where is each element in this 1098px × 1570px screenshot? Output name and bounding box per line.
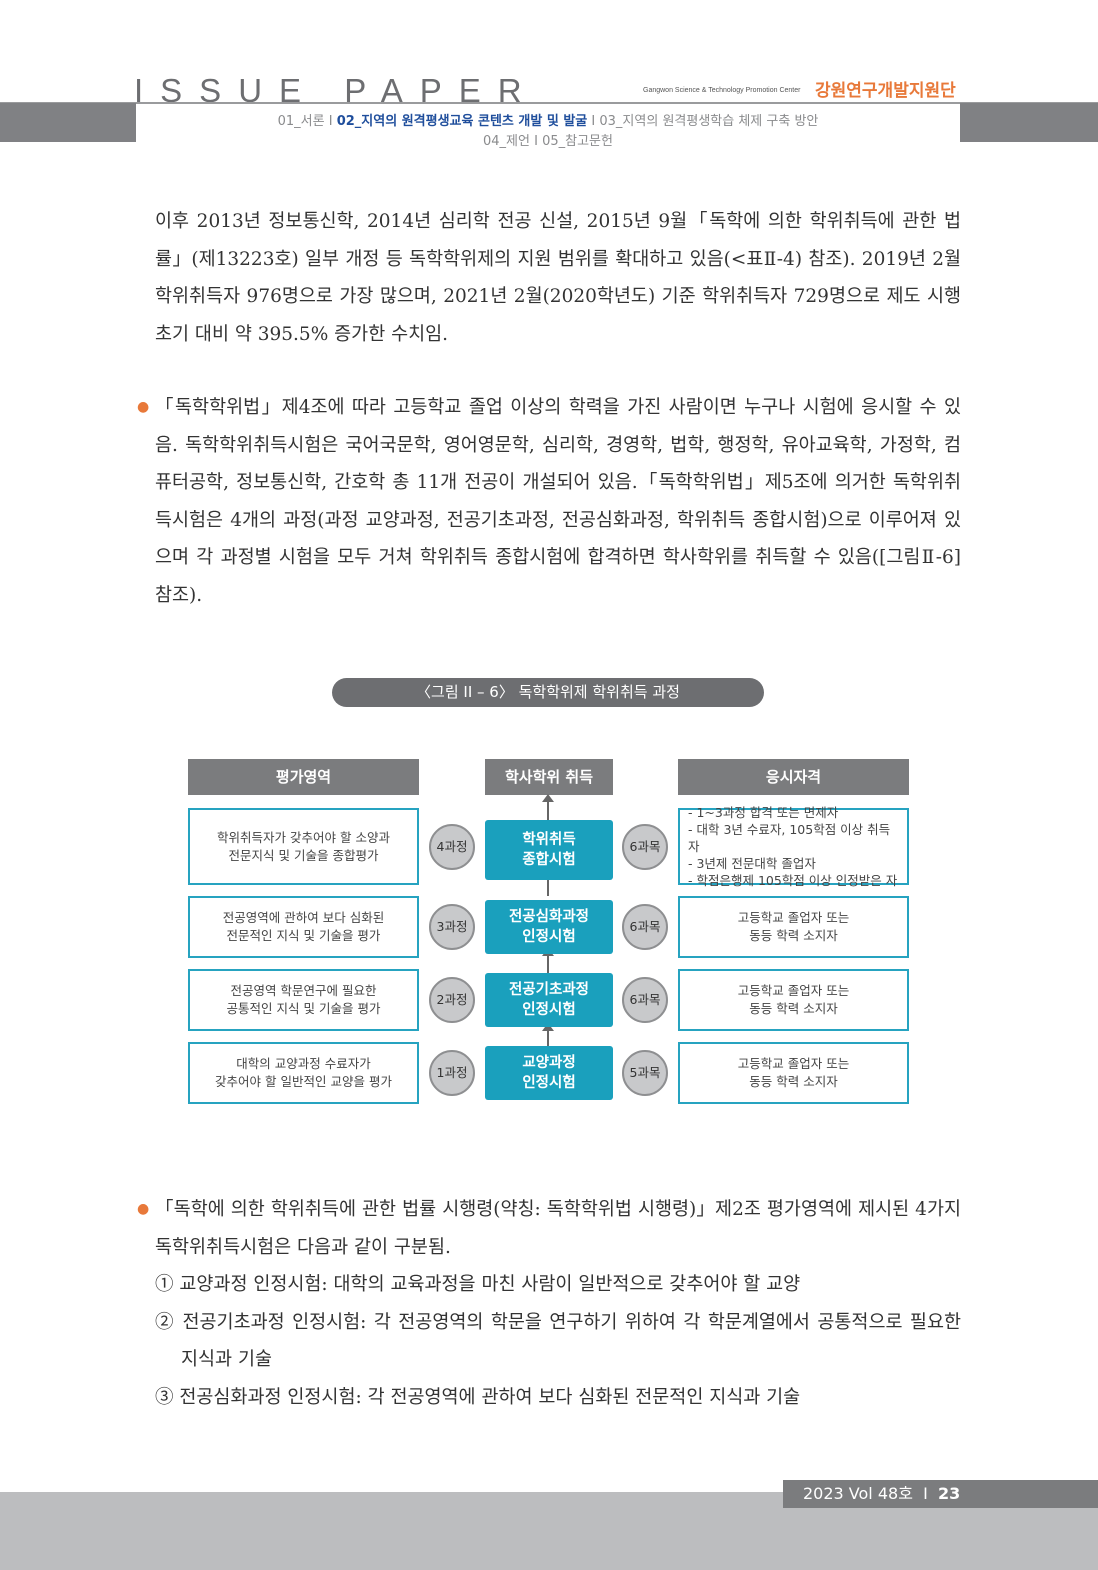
- section-nav: 01_서론 I 02_지역의 원격평생교육 콘텐츠 개발 및 발굴 I 03_지…: [136, 112, 960, 152]
- header-divider: [0, 102, 1098, 104]
- exam-box: 학위취득 종합시험: [485, 820, 613, 880]
- paragraph: 이후 2013년 정보통신학, 2014년 심리학 전공 신설, 2015년 9…: [155, 211, 961, 345]
- header-bar-left: [0, 103, 136, 142]
- bullet-icon: ●: [137, 1201, 150, 1217]
- arrow-up-icon: [542, 948, 554, 974]
- issue-number: 2023 Vol 48호: [803, 1484, 913, 1503]
- org-logo: 강원연구개발지원단: [815, 81, 956, 101]
- stage-badge: 4과정: [429, 823, 475, 870]
- nav-item[interactable]: 01_서론: [277, 114, 325, 129]
- subjects-badge: 6과목: [622, 823, 668, 870]
- qualification-box: - 1~3과정 합격 또는 면제자 - 대학 3년 수료자, 105학점 이상 …: [678, 805, 909, 888]
- stage-badge: 3과정: [429, 904, 475, 950]
- qualification-box: 고등학교 졸업자 또는 동등 학력 소지자: [678, 1042, 909, 1104]
- list-item: ② 전공기초과정 인정시험: 각 전공영역의 학문을 연구하기 위하여 각 학문…: [155, 1311, 961, 1371]
- subjects-badge: 6과목: [622, 977, 668, 1023]
- header-degree: 학사학위 취득: [485, 759, 613, 795]
- stage-badge: 2과정: [429, 977, 475, 1023]
- stage-badge: 1과정: [429, 1050, 475, 1096]
- exam-box: 전공기초과정 인정시험: [485, 973, 613, 1027]
- bullet-paragraph: ● 「독학에 의한 학위취득에 관한 법률 시행령(약칭: 독학학위법 시행령)」…: [137, 1191, 961, 1266]
- subjects-badge: 6과목: [622, 904, 668, 950]
- header-qualification: 응시자격: [678, 759, 909, 795]
- issue-paper-title: ISSUE PAPER: [134, 72, 539, 109]
- nav-sep: I: [534, 134, 538, 149]
- footer-page-label: 2023 Vol 48호 I 23: [783, 1480, 1098, 1508]
- nav-item-current[interactable]: 02_지역의 원격평생교육 콘텐츠 개발 및 발굴: [336, 114, 588, 129]
- list-item: ③ 전공심화과정 인정시험: 각 전공영역에 관하여 보다 심화된 전문적인 지…: [155, 1386, 801, 1408]
- arrow-up-icon: [542, 1023, 554, 1047]
- arrow-up-icon: [542, 794, 554, 820]
- exam-box: 전공심화과정 인정시험: [485, 900, 613, 954]
- eval-area-box: 대학의 교양과정 수료자가 갖추어야 할 일반적인 교양을 평가: [188, 1042, 419, 1104]
- header-eval: 평가영역: [188, 759, 419, 795]
- paragraph-text: 「독학에 의한 학위취득에 관한 법률 시행령(약칭: 독학학위법 시행령)」제…: [155, 1199, 961, 1258]
- qualification-box: 고등학교 졸업자 또는 동등 학력 소지자: [678, 969, 909, 1031]
- nav-item[interactable]: 03_지역의 원격평생학습 체제 구축 방안: [599, 114, 819, 129]
- paragraph-text: 「독학학위법」제4조에 따라 고등학교 졸업 이상의 학력을 가진 사람이면 누…: [155, 397, 961, 606]
- figure-title: 〈그림 II – 6〉 독학학위제 학위취득 과정: [332, 678, 764, 707]
- header-bar-right: [960, 103, 1098, 142]
- exam-list: ① 교양과정 인정시험: 대학의 교육과정을 마친 사람이 일반적으로 갖추어야…: [155, 1266, 961, 1416]
- footer-sep: I: [923, 1484, 928, 1503]
- bullet-icon: ●: [137, 399, 150, 415]
- page-number: 23: [937, 1484, 961, 1503]
- nav-item[interactable]: 04_제언: [483, 134, 530, 149]
- bullet-paragraph: ● 「독학학위법」제4조에 따라 고등학교 졸업 이상의 학력을 가진 사람이면 …: [137, 389, 961, 614]
- eval-area-box: 전공영역 학문연구에 필요한 공통적인 지식 및 기술을 평가: [188, 969, 419, 1031]
- eval-area-box: 전공영역에 관하여 보다 심화된 전문적인 지식 및 기술을 평가: [188, 896, 419, 958]
- list-item: ① 교양과정 인정시험: 대학의 교육과정을 마친 사람이 일반적으로 갖추어야…: [155, 1274, 801, 1295]
- subjects-badge: 5과목: [622, 1050, 668, 1096]
- eval-area-box: 학위취득자가 갖추어야 할 소양과 전문지식 및 기술을 종합평가: [188, 808, 419, 885]
- nav-item[interactable]: 05_참고문헌: [542, 134, 613, 149]
- nav-sep: I: [591, 114, 596, 129]
- center-english-name: Gangwon Science & Technology Promotion C…: [643, 87, 801, 94]
- qualification-box: 고등학교 졸업자 또는 동등 학력 소지자: [678, 896, 909, 958]
- exam-box: 교양과정 인정시험: [485, 1046, 613, 1100]
- nav-sep: I: [328, 114, 333, 129]
